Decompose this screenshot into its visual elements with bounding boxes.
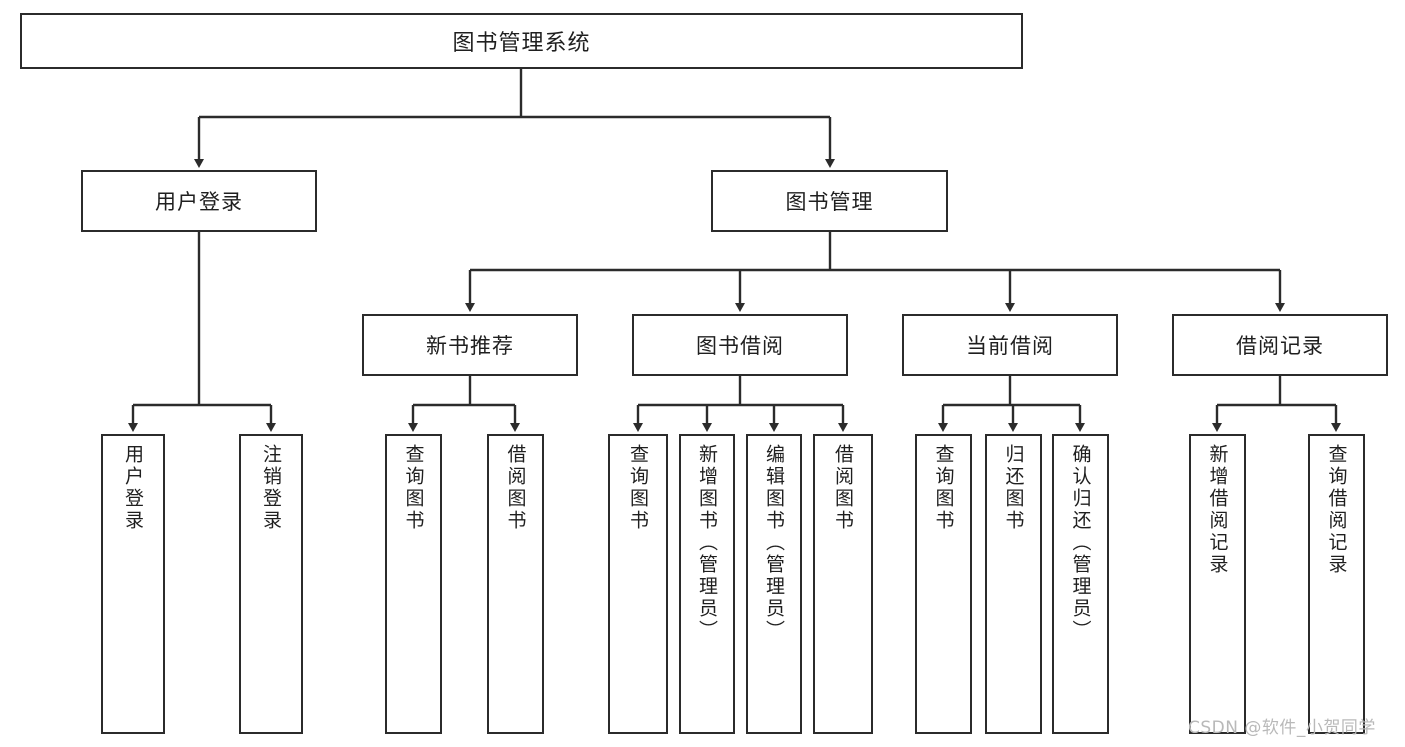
leaf-add-borrow-record[interactable]: 新增借阅记录	[1189, 434, 1246, 734]
leaf-add-book-admin[interactable]: 新增图书（管理员）	[679, 434, 735, 734]
node-current-borrow[interactable]: 当前借阅	[902, 314, 1118, 376]
leaf-user-login[interactable]: 用户登录	[101, 434, 165, 734]
leaf-label: 查询图书	[627, 444, 650, 532]
leaf-label: 新增图书（管理员）	[696, 444, 719, 642]
node-book-management-label: 图书管理	[785, 190, 874, 214]
node-new-book-recommend[interactable]: 新书推荐	[362, 314, 578, 376]
node-user-login-label: 用户登录	[155, 190, 243, 214]
node-current-borrow-label: 当前借阅	[966, 334, 1054, 358]
leaf-label: 借阅图书	[832, 444, 855, 532]
node-borrow-record-label: 借阅记录	[1236, 334, 1324, 358]
node-root-label: 图书管理系统	[452, 31, 591, 56]
leaf-label: 查询借阅记录	[1325, 444, 1348, 576]
leaf-label: 编辑图书（管理员）	[763, 444, 786, 642]
node-book-borrow-label: 图书借阅	[696, 334, 784, 358]
leaf-label: 查询图书	[402, 444, 425, 532]
leaf-label: 确认归还（管理员）	[1069, 444, 1092, 642]
node-new-book-recommend-label: 新书推荐	[426, 334, 514, 358]
node-book-borrow[interactable]: 图书借阅	[632, 314, 848, 376]
leaf-borrow-book[interactable]: 借阅图书	[813, 434, 873, 734]
leaf-label: 用户登录	[122, 444, 145, 532]
node-book-management[interactable]: 图书管理	[711, 170, 948, 232]
leaf-borrow-book-recommend[interactable]: 借阅图书	[487, 434, 544, 734]
leaf-label: 注销登录	[260, 444, 283, 532]
leaf-query-borrow-record[interactable]: 查询借阅记录	[1308, 434, 1365, 734]
leaf-label: 查询图书	[932, 444, 955, 532]
leaf-return-book[interactable]: 归还图书	[985, 434, 1042, 734]
leaf-edit-book-admin[interactable]: 编辑图书（管理员）	[746, 434, 802, 734]
leaf-query-book-recommend[interactable]: 查询图书	[385, 434, 442, 734]
leaf-label: 归还图书	[1002, 444, 1025, 532]
leaf-confirm-return-admin[interactable]: 确认归还（管理员）	[1052, 434, 1109, 734]
watermark: CSDN @软件_小贺同学	[1188, 718, 1376, 738]
leaf-label: 借阅图书	[504, 444, 527, 532]
node-borrow-record[interactable]: 借阅记录	[1172, 314, 1388, 376]
node-root[interactable]: 图书管理系统	[20, 13, 1023, 69]
node-user-login[interactable]: 用户登录	[81, 170, 317, 232]
leaf-user-logout[interactable]: 注销登录	[239, 434, 303, 734]
leaf-label: 新增借阅记录	[1206, 444, 1229, 576]
leaf-query-book-current[interactable]: 查询图书	[915, 434, 972, 734]
leaf-query-book-borrow[interactable]: 查询图书	[608, 434, 668, 734]
